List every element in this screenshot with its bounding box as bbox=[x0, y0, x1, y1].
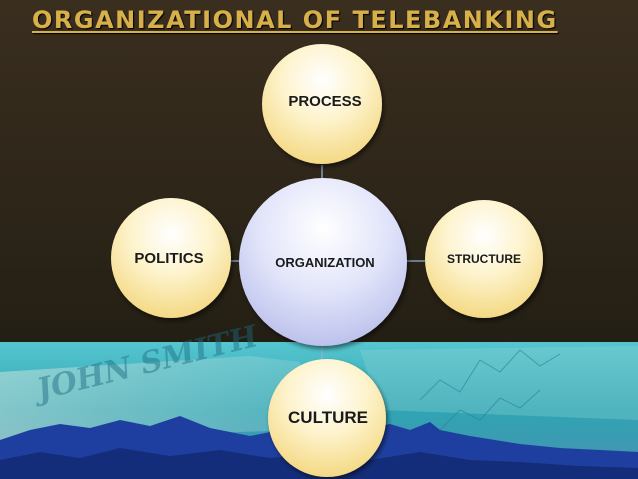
node-culture-label: CULTURE bbox=[288, 408, 368, 427]
slide-title: ORGANIZATIONAL OF TELEBANKING bbox=[32, 6, 558, 34]
node-organization-label: ORGANIZATION bbox=[275, 255, 374, 270]
node-politics-label: POLITICS bbox=[134, 250, 203, 267]
node-politics: POLITICS bbox=[111, 198, 231, 318]
node-structure-label: STRUCTURE bbox=[447, 252, 521, 266]
node-culture: CULTURE bbox=[268, 359, 386, 477]
node-organization: ORGANIZATION bbox=[239, 178, 407, 346]
node-structure: STRUCTURE bbox=[425, 200, 543, 318]
node-process: PROCESS bbox=[262, 44, 382, 164]
node-process-label: PROCESS bbox=[288, 93, 361, 110]
